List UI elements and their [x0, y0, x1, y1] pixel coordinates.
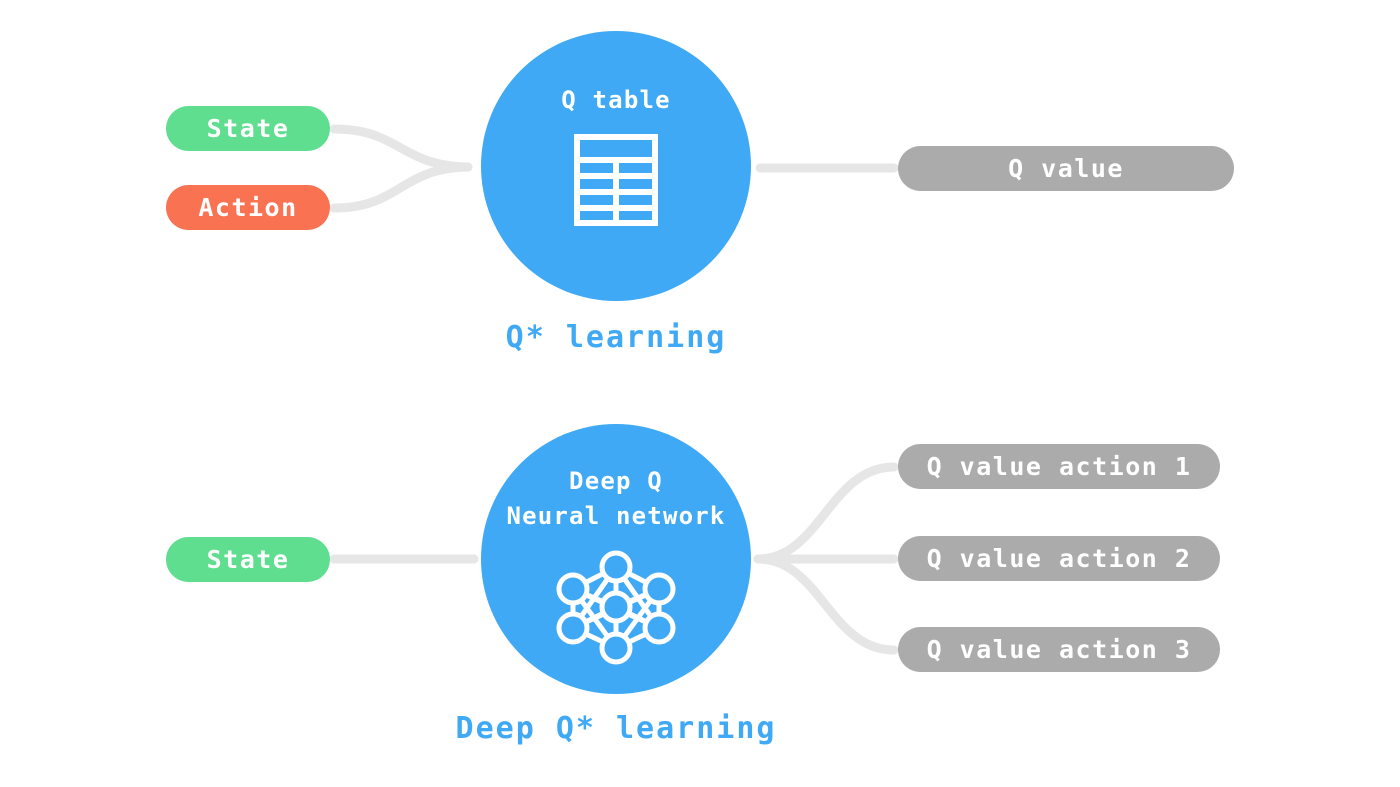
- output-pill-q-value-action-2[interactable]: Q value action 2: [898, 536, 1220, 581]
- node-q-table-title: Q table: [561, 86, 671, 114]
- caption-deep-q-learning: Deep Q* learning: [455, 711, 777, 746]
- table-icon: [574, 133, 658, 230]
- output-pill-q-value-action-1[interactable]: Q value action 1: [898, 444, 1220, 489]
- output-pill-q-value-action-3[interactable]: Q value action 3: [898, 627, 1220, 672]
- caption-q-learning: Q* learning: [505, 320, 727, 355]
- neural-network-icon: [553, 548, 679, 670]
- connector-state-to-qtable: [329, 124, 473, 172]
- connector-deepq-to-action1: [753, 462, 899, 564]
- connector-deepq-to-action3: [753, 554, 899, 655]
- node-deep-q-network[interactable]: Deep Q Neural network: [481, 424, 751, 694]
- input-pill-action[interactable]: Action: [166, 185, 330, 230]
- connector-action-to-qtable: [329, 162, 473, 213]
- node-q-table[interactable]: Q table: [481, 31, 751, 301]
- input-pill-state-bottom[interactable]: State: [166, 537, 330, 582]
- input-pill-state-top[interactable]: State: [166, 106, 330, 151]
- node-deep-q-network-title: Deep Q Neural network: [506, 467, 726, 530]
- output-pill-q-value[interactable]: Q value: [898, 146, 1234, 191]
